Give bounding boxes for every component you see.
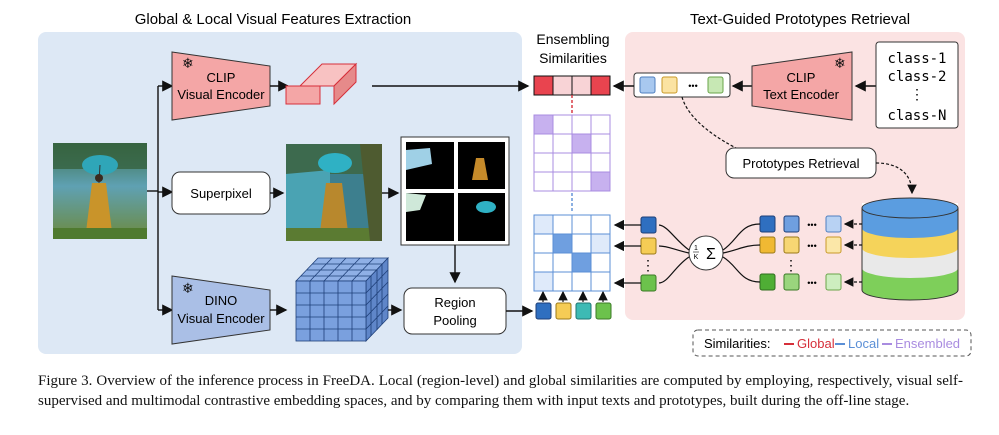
- class-list: class-1 class-2 ⋮ class-N: [875, 41, 959, 129]
- database-icon: [861, 197, 959, 301]
- caption-text: Overview of the inference process in Fre…: [38, 373, 964, 409]
- svg-text:Σ: Σ: [706, 246, 716, 263]
- ensembling-title: Ensembling: [536, 31, 609, 47]
- matrix-cell: [571, 233, 592, 254]
- average-sum-operator: 1 K Σ: [688, 235, 724, 271]
- caption-label: Figure 3.: [38, 373, 93, 389]
- svg-text:class-2: class-2: [887, 69, 946, 85]
- matrix-cell: [571, 114, 592, 135]
- svg-text:Text Encoder: Text Encoder: [763, 87, 840, 102]
- svg-text:Ensembled: Ensembled: [895, 336, 960, 351]
- svg-text:Pooling: Pooling: [433, 313, 476, 328]
- superpixel-image: [286, 144, 382, 241]
- matrix-cell: [552, 271, 573, 292]
- matrix-cell: [533, 171, 554, 192]
- svg-text:Visual Encoder: Visual Encoder: [177, 87, 265, 102]
- hdots-text: •••: [688, 81, 697, 91]
- local-similarity-matrix: [533, 214, 611, 292]
- svg-text:DINO: DINO: [205, 293, 238, 308]
- input-image: [53, 143, 147, 239]
- svg-text:Visual Encoder: Visual Encoder: [177, 311, 265, 326]
- left-section-title: Global & Local Visual Features Extractio…: [135, 11, 412, 28]
- clip-text-encoder: ❄ CLIP Text Encoder: [751, 51, 853, 121]
- matrix-cell: [571, 152, 592, 173]
- matrix-cell: [571, 271, 592, 292]
- matrix-cell: [590, 171, 611, 192]
- svg-text:⋮: ⋮: [910, 86, 924, 102]
- svg-text:Superpixel: Superpixel: [190, 186, 252, 201]
- matrix-cell: [552, 133, 573, 154]
- svg-text:class-1: class-1: [887, 51, 946, 67]
- svg-text:•••: •••: [807, 220, 816, 230]
- figure-caption: Figure 3. Overview of the inference proc…: [38, 371, 963, 411]
- svg-text:CLIP: CLIP: [787, 70, 816, 85]
- svg-text:•••: •••: [807, 278, 816, 288]
- svg-text:Prototypes Retrieval: Prototypes Retrieval: [742, 156, 859, 171]
- matrix-cell: [590, 114, 611, 135]
- right-section-title: Text-Guided Prototypes Retrieval: [690, 11, 910, 28]
- ensembled-similarity-matrix: [533, 114, 611, 192]
- matrix-cell: [533, 133, 554, 154]
- matrix-cell: [533, 214, 554, 235]
- similarities-legend: Similarities: Global Local Ensembled: [692, 329, 972, 357]
- matrix-cell: [533, 114, 554, 135]
- matrix-cell: [590, 271, 611, 292]
- svg-text:K: K: [694, 254, 699, 261]
- dino-feature-cube: [295, 257, 389, 342]
- matrix-cell: [571, 133, 592, 154]
- matrix-cell: [552, 233, 573, 254]
- matrix-cell: [590, 214, 611, 235]
- matrix-cell: [571, 171, 592, 192]
- matrix-cell: [533, 152, 554, 173]
- prototypes-retrieval-block: Prototypes Retrieval: [725, 147, 877, 179]
- matrix-cell: [552, 214, 573, 235]
- svg-text:Region: Region: [434, 295, 475, 310]
- matrix-cell: [590, 152, 611, 173]
- matrix-cell: [552, 171, 573, 192]
- dino-visual-encoder: ❄ DINO Visual Encoder: [171, 275, 271, 345]
- matrix-cell: [552, 252, 573, 273]
- region-feature-squares: [535, 302, 612, 320]
- matrix-cell: [571, 252, 592, 273]
- region-pooling-block: Region Pooling: [403, 287, 507, 335]
- matrix-cell: [552, 114, 573, 135]
- snowflake-icon: ❄: [182, 55, 194, 71]
- global-similarity-row: [533, 75, 611, 96]
- matrix-cell: [590, 233, 611, 254]
- text-embeddings-row: •••: [633, 72, 731, 98]
- prototype-similarity-column: ⋮: [640, 216, 657, 292]
- svg-text:⋮: ⋮: [784, 257, 798, 273]
- svg-text:Local: Local: [848, 336, 879, 351]
- matrix-cell: [571, 214, 592, 235]
- global-feature-vector: [285, 62, 358, 106]
- svg-text:•••: •••: [807, 241, 816, 251]
- snowflake-icon-2: ❄: [182, 280, 194, 296]
- region-masks: [400, 136, 510, 246]
- svg-text:class-N: class-N: [887, 108, 946, 124]
- svg-text:CLIP: CLIP: [207, 70, 236, 85]
- matrix-cell: [590, 133, 611, 154]
- matrix-cell: [533, 271, 554, 292]
- matrix-cell: [552, 152, 573, 173]
- clip-visual-encoder: ❄ CLIP Visual Encoder: [171, 51, 271, 121]
- svg-text:⋮: ⋮: [641, 257, 655, 273]
- svg-text:Similarities:: Similarities:: [704, 336, 770, 351]
- superpixel-block: Superpixel: [171, 171, 271, 215]
- ensembling-title-2: Similarities: [539, 50, 607, 66]
- freeda-overview-diagram: Global & Local Visual Features Extractio…: [38, 11, 972, 357]
- snowflake-icon-3: ❄: [834, 55, 846, 71]
- matrix-cell: [590, 252, 611, 273]
- svg-text:1: 1: [694, 245, 698, 252]
- matrix-cell: [533, 252, 554, 273]
- svg-text:Global: Global: [797, 336, 835, 351]
- prototype-grid: ••• ••• ⋮ •••: [759, 215, 842, 291]
- matrix-cell: [533, 233, 554, 254]
